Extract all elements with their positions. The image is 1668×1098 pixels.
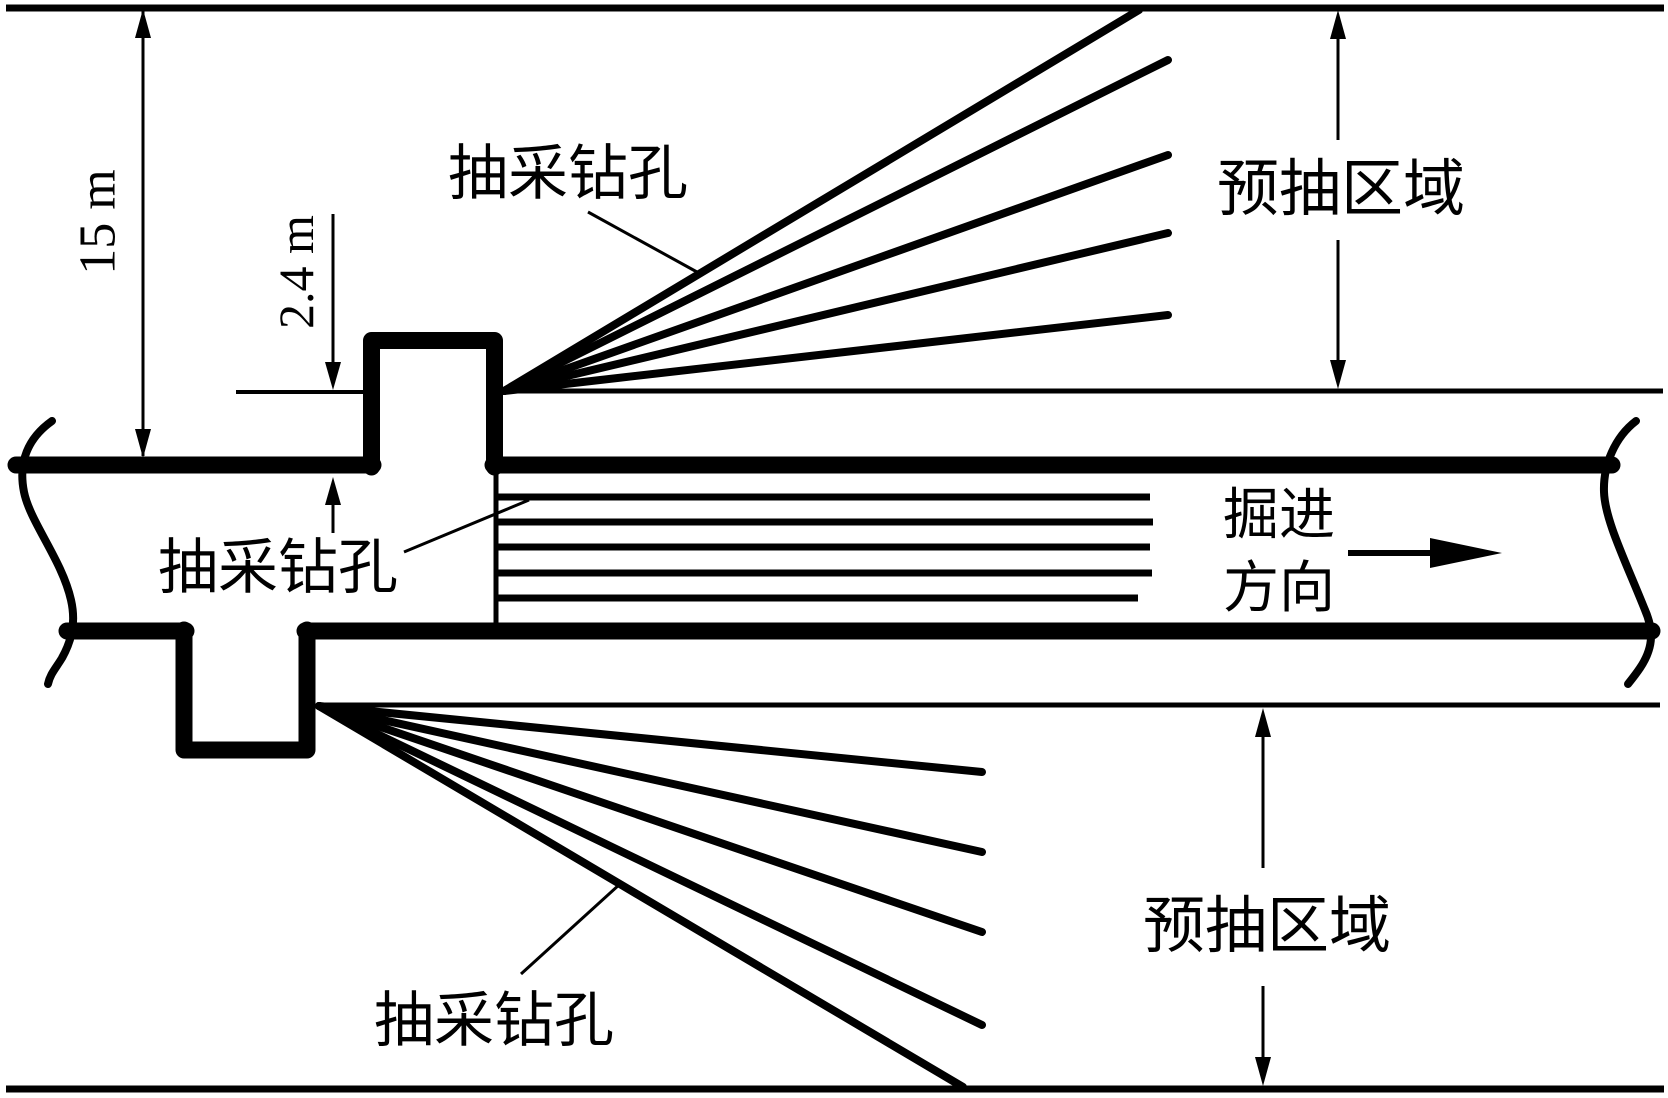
lower-borehole-fan [315,702,986,1091]
break-curve-left [18,417,78,688]
leader-line [519,882,622,976]
dimension-15m: 15 m [70,9,151,458]
label-text: 抽采钻孔 [374,988,614,1054]
label-text: 抽采钻孔 [158,535,398,601]
arrow-down-icon [325,362,341,390]
drainage-borehole-label-lower: 抽采钻孔 [374,882,622,1054]
borehole-line [500,229,1172,395]
heading-direction-label-line1: 掘进 [1223,485,1335,547]
upper-borehole-fan [500,6,1172,395]
borehole-line [315,702,986,856]
drainage-borehole-label-middle: 抽采钻孔 [158,498,530,601]
lower-drilling-niche-wall [175,621,316,759]
borehole-line [315,702,986,776]
label-text: 抽采钻孔 [448,141,688,207]
drainage-borehole-label-upper: 抽采钻孔 [448,141,698,274]
borehole-line [500,6,1143,395]
predrainage-zone-label-lower: 预抽区域 [1143,893,1391,961]
borehole-line [500,311,1172,395]
leader-line [403,498,530,554]
dimension-predrainage-upper: 预抽区域 [1217,10,1465,389]
leader-line [587,210,698,274]
borehole-line [500,56,1172,395]
borehole-line [500,151,1172,395]
arrow-down-icon [135,429,151,458]
arrow-up-icon [325,477,341,505]
dimension-2-4m: 2.4 m [268,214,341,533]
heading-direction: 掘进 方向 [1223,485,1502,620]
predrainage-zone-label-upper: 预抽区域 [1217,156,1465,224]
arrow-up-icon [1330,10,1346,39]
dimension-2-4m-label: 2.4 m [268,215,324,329]
arrow-down-icon [1330,360,1346,389]
borehole-line [315,702,986,1029]
arrow-up-icon [135,9,151,38]
right-arrow-icon [1430,538,1502,568]
dimension-15m-label: 15 m [70,169,127,274]
horizontal-borehole-fan [497,493,1153,602]
arrow-up-icon [1255,708,1271,737]
borehole-line [315,702,967,1091]
heading-direction-label-line2: 方向 [1223,558,1335,620]
arrow-down-icon [1255,1057,1271,1086]
dimension-predrainage-lower: 预抽区域 [1143,708,1391,1086]
upper-drilling-niche-wall [363,332,503,476]
borehole-line [315,702,986,936]
break-curve-right [1599,417,1655,688]
